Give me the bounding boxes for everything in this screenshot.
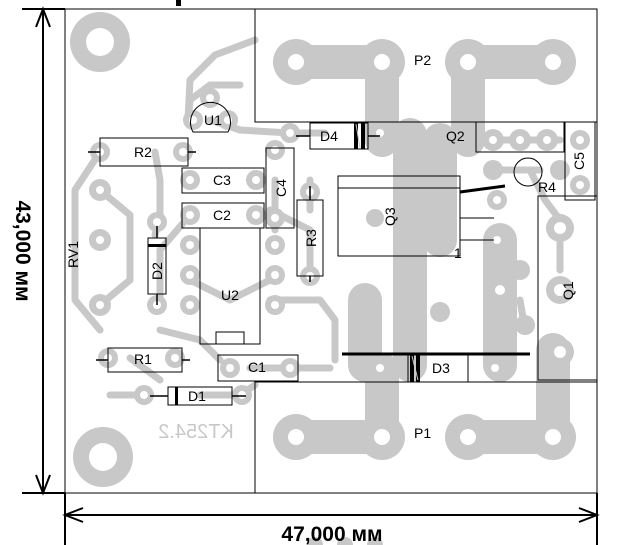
label-c2: C2: [213, 207, 231, 223]
label-d2: D2: [149, 262, 165, 280]
label-d1: D1: [188, 388, 206, 404]
q3-lead: [459, 184, 506, 194]
label-u2: U2: [221, 287, 239, 303]
board-id-mirrored: KT254.2: [158, 421, 234, 443]
label-c5: C5: [571, 152, 587, 170]
label-r4: R4: [538, 179, 556, 195]
component-labels: P2 P1 U1 D4 Q2 R2 C3 C2 C1 R1 D1 D3 U2 R…: [65, 52, 587, 441]
q3-body: [337, 175, 461, 257]
c4-body: [265, 147, 295, 229]
dimension-lines: [22, 6, 600, 545]
label-c4: C4: [273, 179, 289, 197]
c5-body: [564, 121, 596, 201]
label-d3: D3: [432, 360, 450, 376]
label-q3: Q3: [382, 207, 398, 226]
label-p1: P1: [414, 425, 431, 441]
label-rv1: RV1: [65, 241, 81, 268]
label-r1: R1: [134, 351, 152, 367]
u2-notch: [215, 331, 245, 345]
cathode-bands: [148, 123, 420, 405]
r4-body: [513, 157, 543, 187]
label-u1: U1: [204, 112, 222, 128]
label-c3: C3: [213, 172, 231, 188]
label-q3-pin1: 1: [454, 245, 462, 261]
dimension-height-label: 43,000 мм: [11, 200, 34, 301]
dimension-width-label: 47,000 мм: [281, 523, 382, 545]
q2-body: [475, 121, 565, 153]
silk-leads: [88, 135, 380, 397]
board-outline: [64, 8, 598, 494]
c1-body: [217, 354, 299, 382]
label-d4: D4: [320, 128, 338, 144]
label-r2: R2: [134, 144, 152, 160]
q1-body: [537, 195, 597, 381]
p1-outline: [254, 381, 597, 493]
u1-body: [190, 101, 231, 133]
label-r3: R3: [303, 229, 319, 247]
label-q2: Q2: [446, 128, 465, 144]
label-q1: Q1: [560, 281, 576, 300]
label-p2: P2: [414, 52, 431, 68]
c3-body: [181, 167, 265, 194]
pad-holes: [86, 28, 584, 471]
top-edge-tick: [176, 0, 181, 6]
label-c1: C1: [248, 359, 266, 375]
